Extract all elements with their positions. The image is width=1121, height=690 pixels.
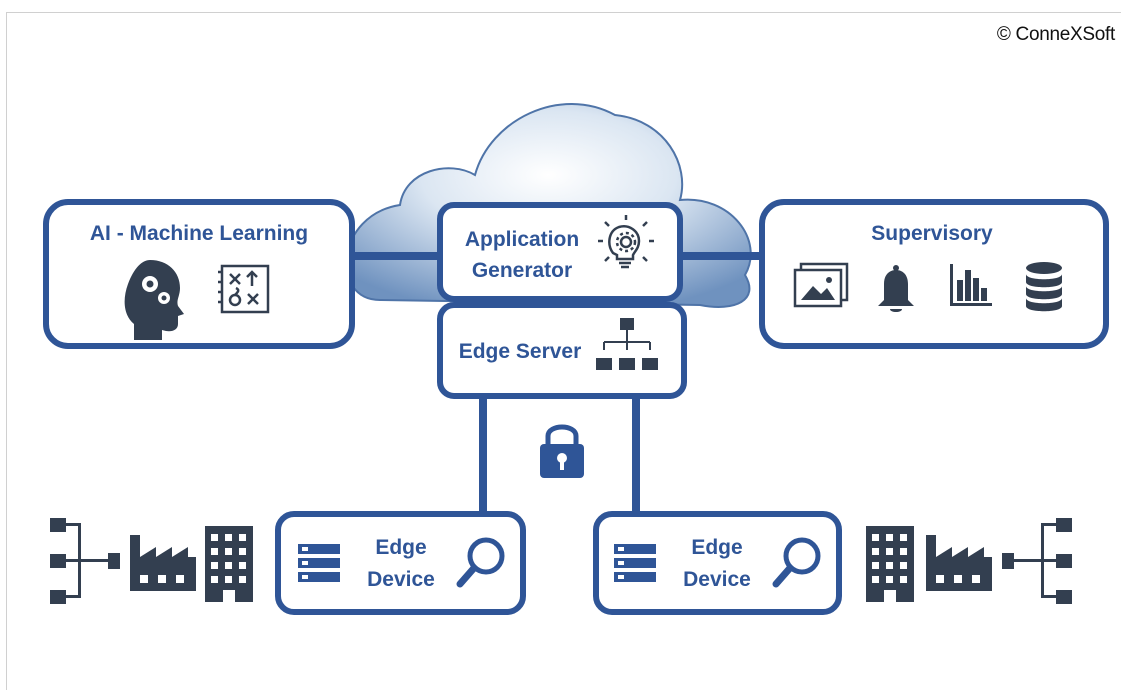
magnifier-icon bbox=[456, 537, 505, 588]
lightbulb-gear-icon bbox=[598, 215, 654, 269]
edge-device-right-line2: Device bbox=[683, 568, 751, 591]
app-generator-box: Application Generator bbox=[437, 202, 683, 302]
office-building-icon bbox=[866, 526, 914, 602]
left-site-icons bbox=[50, 518, 253, 604]
edge-device-left-line2: Device bbox=[367, 568, 435, 591]
bell-icon bbox=[878, 265, 914, 312]
ml-box-title: AI - Machine Learning bbox=[90, 222, 308, 245]
office-building-icon bbox=[205, 526, 253, 602]
database-icon bbox=[1026, 262, 1062, 312]
head-gears-icon bbox=[124, 260, 184, 340]
right-site-icons bbox=[866, 518, 1072, 604]
copyright-notice: © ConneXSoft bbox=[996, 24, 1115, 45]
math-symbols-icon bbox=[218, 264, 270, 314]
edge-device-left-line1: Edge bbox=[375, 536, 426, 559]
network-tree-icon bbox=[50, 518, 120, 604]
factory-icon bbox=[926, 535, 992, 591]
factory-icon bbox=[130, 535, 196, 591]
hierarchy-icon bbox=[596, 318, 658, 370]
network-tree-icon bbox=[1002, 518, 1072, 604]
server-stack-icon bbox=[614, 544, 656, 582]
edge-device-right-box: Edge Device bbox=[593, 511, 842, 615]
app-generator-line1: Application bbox=[465, 228, 579, 251]
edge-server-label: Edge Server bbox=[459, 340, 582, 363]
magnifier-icon bbox=[772, 537, 821, 588]
bar-chart-icon bbox=[950, 264, 992, 306]
supervisory-title: Supervisory bbox=[871, 222, 993, 245]
supervisory-box: Supervisory bbox=[759, 199, 1109, 349]
images-icon bbox=[793, 262, 849, 308]
edge-server-box: Edge Server bbox=[437, 302, 687, 399]
ml-box: AI - Machine Learning bbox=[43, 199, 355, 349]
app-generator-line2: Generator bbox=[472, 259, 572, 282]
padlock-icon bbox=[540, 424, 584, 478]
edge-device-right-line1: Edge bbox=[691, 536, 742, 559]
server-stack-icon bbox=[298, 544, 340, 582]
connector-lines bbox=[352, 252, 762, 514]
diagram-frame bbox=[6, 12, 1121, 690]
edge-device-left-box: Edge Device bbox=[275, 511, 526, 615]
